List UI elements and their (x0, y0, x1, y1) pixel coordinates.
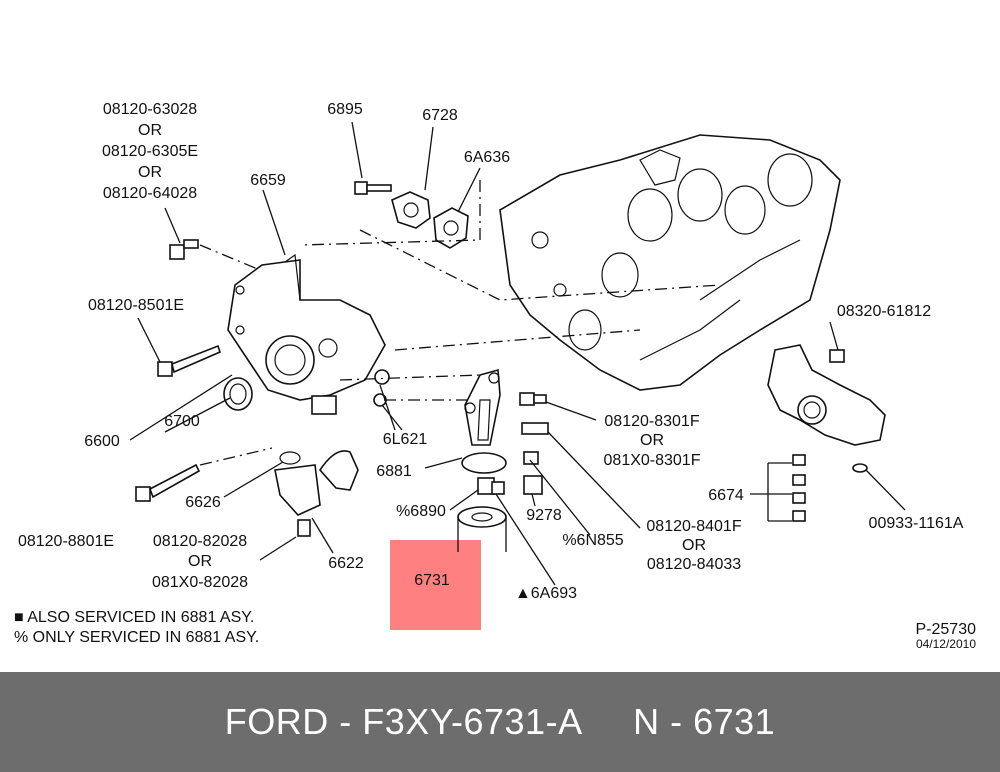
gasket-6A636 (433, 207, 469, 249)
phantom-line (199, 244, 261, 271)
phantom-line (359, 229, 721, 301)
callout-08120-6305E: 08120-6305E (102, 143, 198, 160)
oil-filter-6731 (457, 506, 507, 552)
callout-08120-8301F: 08120-8301F (604, 413, 699, 430)
callout-9278: 9278 (526, 507, 562, 524)
phantom-line (299, 180, 481, 246)
bolt-08120-8501E (157, 344, 221, 377)
reference-code: P-25730 (916, 621, 977, 638)
callout-6728: 6728 (422, 107, 458, 124)
legend-also-serviced: ■ ALSO SERVICED IN 6881 ASY. (14, 609, 254, 626)
part-6N855 (523, 451, 539, 465)
callout-081X0-82028: 081X0-82028 (152, 574, 248, 591)
callout-6626: 6626 (185, 494, 221, 511)
callout-or: OR (138, 122, 162, 139)
callout-or: OR (138, 164, 162, 181)
callout-6A693: ▲6A693 (515, 585, 577, 602)
callout-6622: 6622 (328, 555, 364, 572)
oil-pump-6881 (461, 368, 507, 474)
plug-6A693 (491, 481, 505, 495)
phantom-line (199, 447, 273, 466)
callout-or: OR (682, 537, 706, 554)
oring-6L621-a (374, 369, 390, 385)
bolt-6895 (354, 181, 392, 195)
callout-6881: 6881 (376, 463, 412, 480)
bolt-08120-63028 (169, 239, 199, 260)
leader-lines (129, 121, 906, 586)
seal-6700 (223, 377, 253, 411)
gasket-6728 (391, 191, 431, 229)
callout-6731: 6731 (414, 572, 450, 589)
engine-block (499, 134, 841, 391)
callout-08120-84033: 08120-84033 (647, 556, 741, 573)
callout-6L621: 6L621 (383, 431, 428, 448)
callout-08120-8801E: 08120-8801E (18, 533, 114, 550)
callout-08120-63028: 08120-63028 (103, 101, 197, 118)
bolt-08120-8301F (519, 392, 547, 406)
oil-pump-assembly-right (767, 344, 886, 522)
callout-6890: %6890 (396, 503, 446, 520)
highlight-box (390, 540, 481, 630)
callout-08120-8401F: 08120-8401F (646, 518, 741, 535)
callout-6A636: 6A636 (464, 149, 510, 166)
reference-date: 04/12/2010 (916, 637, 976, 651)
tube-6622 (274, 450, 359, 537)
footer-bar: FORD - F3XY-6731-A N - 6731 (0, 672, 1000, 772)
footer-part-number: FORD - F3XY-6731-A N - 6731 (224, 701, 776, 742)
callout-6N855: %6N855 (562, 532, 623, 549)
part-9278 (523, 475, 543, 495)
bolt-08120-8401F (521, 422, 549, 435)
callout-081X0-8301F: 081X0-8301F (604, 452, 701, 469)
callout-6700: 6700 (164, 413, 200, 430)
callout-6600: 6600 (84, 433, 120, 450)
front-cover (227, 253, 386, 415)
callout-00933-1161A: 00933-1161A (869, 515, 964, 532)
callout-or: OR (188, 553, 212, 570)
legend-only-serviced: % ONLY SERVICED IN 6881 ASY. (14, 629, 259, 646)
callout-08120-82028: 08120-82028 (153, 533, 247, 550)
callout-08120-8501E: 08120-8501E (88, 297, 184, 314)
callout-or: OR (640, 432, 664, 449)
callout-6674: 6674 (708, 487, 744, 504)
phantom-line (394, 329, 641, 351)
callout-6895: 6895 (327, 101, 363, 118)
callout-08320-61812: 08320-61812 (837, 303, 931, 320)
bolt-08120-8801E (135, 463, 201, 502)
callout-6659: 6659 (250, 172, 286, 189)
parts-diagram: 08120-63028 OR 08120-6305E OR 08120-6402… (14, 101, 977, 651)
callout-08120-64028: 08120-64028 (103, 185, 197, 202)
